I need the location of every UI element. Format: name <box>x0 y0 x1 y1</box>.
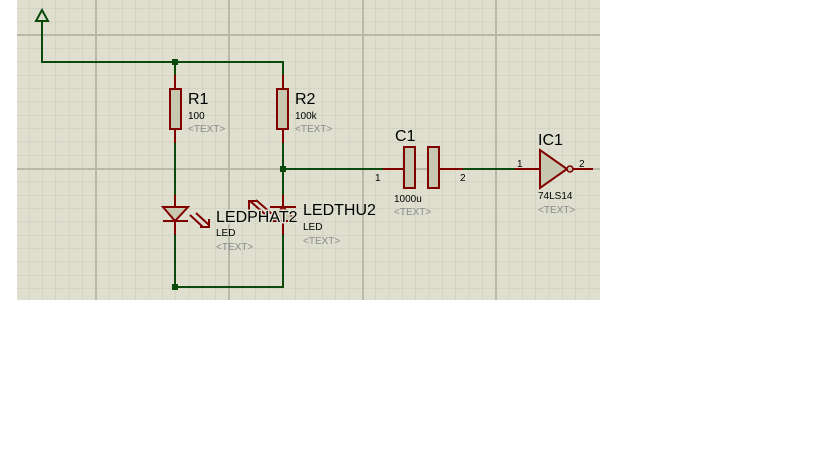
ic1-text: <TEXT> <box>538 205 575 216</box>
c1-value: 1000u <box>394 194 422 205</box>
resistor-r2[interactable]: R2 100k <TEXT> <box>276 75 332 143</box>
capacitor-c1[interactable]: C1 1 2 1000u <TEXT> <box>375 128 466 218</box>
ledphat2-text: <TEXT> <box>216 242 253 253</box>
power-terminal-icon[interactable] <box>34 7 50 22</box>
led-ledthu2[interactable]: LEDTHU2 LED <TEXT> <box>248 195 376 247</box>
c1-ref: C1 <box>395 128 416 145</box>
ledphat2-value: LED <box>216 228 235 239</box>
emit-arrows-icon <box>189 212 210 228</box>
ic1-ref: IC1 <box>538 132 563 149</box>
r1-text: <TEXT> <box>188 124 225 135</box>
r2-ref: R2 <box>295 91 316 108</box>
r2-value: 100k <box>295 111 318 122</box>
junctions <box>172 59 286 290</box>
led-ledphat2[interactable]: LED <TEXT> <box>160 195 253 253</box>
ic1-value: 74LS14 <box>538 191 573 202</box>
ledphat2-ref: LEDPHAT2 <box>216 209 298 226</box>
inverter-ic1[interactable]: IC1 1 2 74LS14 <TEXT> <box>515 132 593 216</box>
r1-value: 100 <box>188 111 205 122</box>
r1-ref: R1 <box>188 91 209 108</box>
ic1-pin2: 2 <box>579 159 585 170</box>
r2-text: <TEXT> <box>295 124 332 135</box>
receive-arrows-icon <box>248 199 273 216</box>
ic1-pin1: 1 <box>517 159 523 170</box>
resistor-r1[interactable]: R1 100 <TEXT> <box>169 75 225 143</box>
grid <box>17 0 600 300</box>
ledthu2-text: <TEXT> <box>303 236 340 247</box>
c1-pin2: 2 <box>460 173 466 184</box>
ledthu2-value: LED <box>303 222 322 233</box>
ledthu2-ref: LEDTHU2 <box>303 202 376 219</box>
c1-pin1: 1 <box>375 173 381 184</box>
c1-text: <TEXT> <box>394 207 431 218</box>
